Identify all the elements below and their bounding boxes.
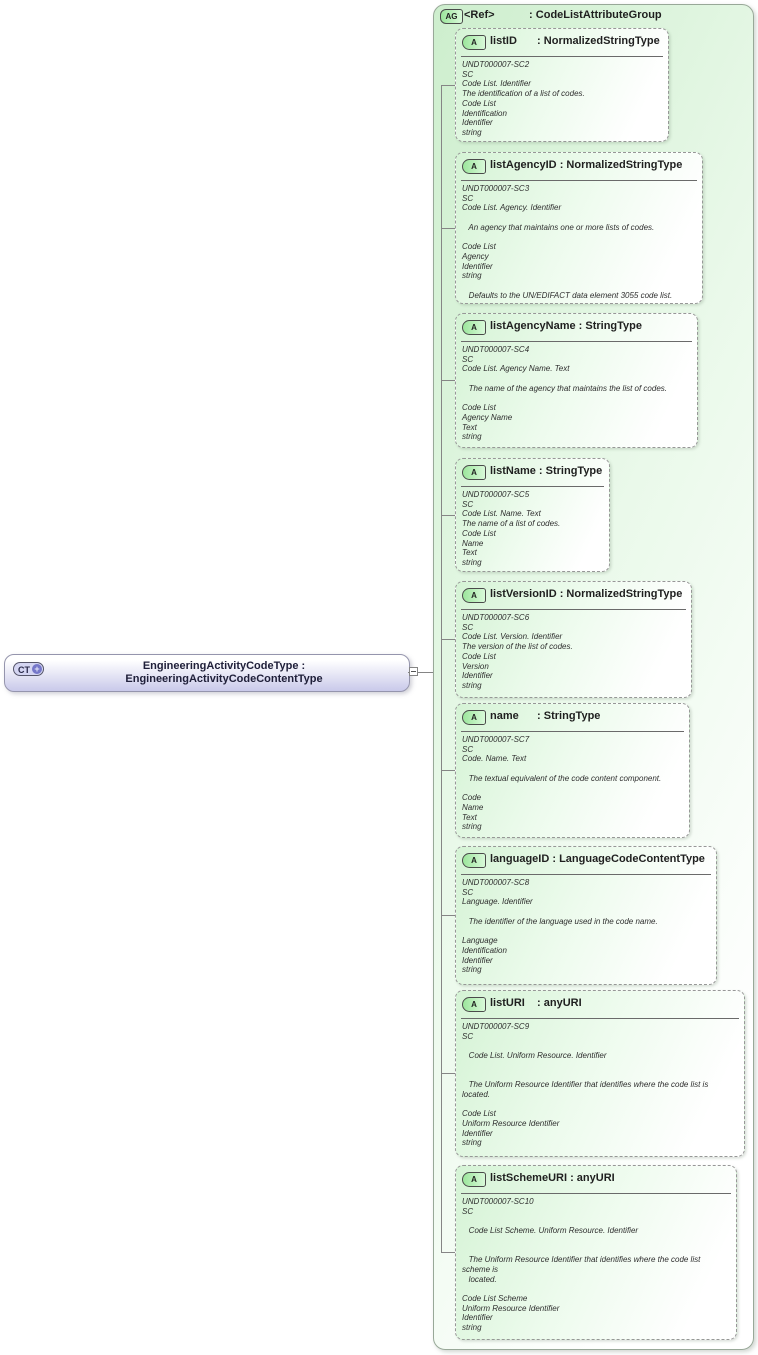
attribute-doc: UNDT000007-SC2 SC Code List. Identifier …: [462, 60, 585, 137]
attribute-type: : anyURI: [567, 1172, 615, 1184]
attribute-name: name: [490, 710, 519, 722]
complex-type-icon: CT+: [13, 662, 44, 676]
attribute-box-name[interactable]: A name : StringType UNDT000007-SC7 SC Co…: [455, 703, 690, 838]
attribute-doc: UNDT000007-SC9 SC Code List. Uniform Res…: [462, 1022, 709, 1148]
title-separator: [461, 1018, 739, 1019]
attribute-group-title: <Ref> : CodeListAttributeGroup: [464, 9, 662, 21]
connector-rail: [441, 85, 442, 1252]
attribute-group-name: <Ref>: [464, 9, 495, 21]
attribute-icon: A: [462, 710, 486, 725]
attribute-icon: A: [462, 320, 486, 335]
connector-stub: [441, 228, 455, 229]
attribute-box-listAgencyName[interactable]: A listAgencyName : StringType UNDT000007…: [455, 313, 698, 448]
attribute-doc: UNDT000007-SC4 SC Code List. Agency Name…: [462, 345, 668, 442]
attribute-title: A listAgencyName : StringType: [456, 314, 697, 341]
complex-type-box[interactable]: CT+ EngineeringActivityCodeType : Engine…: [4, 654, 410, 692]
attribute-icon: A: [462, 1172, 486, 1187]
attribute-name: languageID: [490, 853, 550, 865]
title-separator: [461, 56, 663, 57]
attribute-icon: A: [462, 997, 486, 1012]
connector-stub: [441, 915, 455, 916]
title-separator: [461, 731, 684, 732]
title-separator: [461, 486, 604, 487]
attribute-type: : NormalizedStringType: [534, 35, 660, 47]
attribute-name: listAgencyID: [490, 159, 557, 171]
plus-circle-icon: +: [32, 664, 42, 674]
attribute-doc: UNDT000007-SC7 SC Code. Name. Text The t…: [462, 735, 662, 832]
attribute-box-listAgencyID[interactable]: A listAgencyID : NormalizedStringType UN…: [455, 152, 703, 304]
connector-stub: [441, 639, 455, 640]
attribute-box-listID[interactable]: A listID : NormalizedStringType UNDT0000…: [455, 28, 669, 142]
attribute-type: : StringType: [575, 320, 643, 332]
attribute-doc: UNDT000007-SC5 SC Code List. Name. Text …: [462, 490, 561, 567]
attribute-icon: A: [462, 588, 486, 603]
attribute-type: : LanguageCodeContentType: [549, 853, 705, 865]
attribute-icon: A: [462, 35, 486, 50]
connector-stub: [441, 85, 455, 86]
title-separator: [461, 609, 686, 610]
attribute-doc: UNDT000007-SC3 SC Code List. Agency. Ide…: [462, 184, 673, 300]
attribute-name: listName: [490, 465, 536, 477]
title-separator: [461, 341, 692, 342]
attribute-name: listVersionID: [490, 588, 557, 600]
attribute-type: : StringType: [534, 710, 601, 722]
attribute-group-type: : CodeListAttributeGroup: [526, 9, 662, 21]
attribute-box-languageID[interactable]: A languageID : LanguageCodeContentType U…: [455, 846, 717, 985]
attribute-name: listID: [490, 35, 517, 47]
attribute-icon: A: [462, 159, 486, 174]
attribute-doc: UNDT000007-SC6 SC Code List. Version. Id…: [462, 613, 573, 690]
attribute-type: : NormalizedStringType: [556, 588, 683, 600]
attribute-title: A listName : StringType: [456, 459, 609, 486]
connector-line: [408, 672, 433, 673]
title-separator: [461, 1193, 731, 1194]
complex-type-label: EngineeringActivityCodeType : Engineerin…: [125, 660, 323, 685]
attribute-title: A name : StringType: [456, 704, 689, 731]
attribute-box-listName[interactable]: A listName : StringType UNDT000007-SC5 S…: [455, 458, 610, 572]
attribute-doc: UNDT000007-SC8 SC Language. Identifier T…: [462, 878, 658, 975]
complex-type-icon-label: CT: [18, 665, 30, 675]
attribute-type: : anyURI: [534, 997, 582, 1009]
attribute-doc: UNDT000007-SC10 SC Code List Scheme. Uni…: [462, 1197, 701, 1333]
attribute-icon: A: [462, 465, 486, 480]
attribute-name: listURI: [490, 997, 525, 1009]
attribute-type: : NormalizedStringType: [556, 159, 683, 171]
connector-stub: [441, 1073, 455, 1074]
connector-stub: [441, 380, 455, 381]
attribute-box-listSchemeURI[interactable]: A listSchemeURI : anyURI UNDT000007-SC10…: [455, 1165, 737, 1340]
attribute-title: A listAgencyID : NormalizedStringType: [456, 153, 702, 180]
attribute-title: A listSchemeURI : anyURI: [456, 1166, 736, 1193]
attribute-name: listSchemeURI: [490, 1172, 568, 1184]
collapse-handle-icon[interactable]: [409, 667, 418, 676]
attribute-title: A listURI : anyURI: [456, 991, 744, 1018]
attribute-box-listURI[interactable]: A listURI : anyURI UNDT000007-SC9 SC Cod…: [455, 990, 745, 1157]
attribute-title: A languageID : LanguageCodeContentType: [456, 847, 716, 874]
attribute-box-listVersionID[interactable]: A listVersionID : NormalizedStringType U…: [455, 581, 692, 698]
connector-stub: [441, 1252, 455, 1253]
connector-stub: [441, 770, 455, 771]
attribute-type: : StringType: [535, 465, 603, 477]
title-separator: [461, 874, 711, 875]
title-separator: [461, 180, 697, 181]
connector-stub: [441, 515, 455, 516]
attribute-name: listAgencyName: [490, 320, 576, 332]
attribute-icon: A: [462, 853, 486, 868]
attribute-title: A listID : NormalizedStringType: [456, 29, 668, 56]
attribute-title: A listVersionID : NormalizedStringType: [456, 582, 691, 609]
minus-icon: [411, 671, 416, 672]
attribute-group-icon: AG: [440, 9, 463, 24]
